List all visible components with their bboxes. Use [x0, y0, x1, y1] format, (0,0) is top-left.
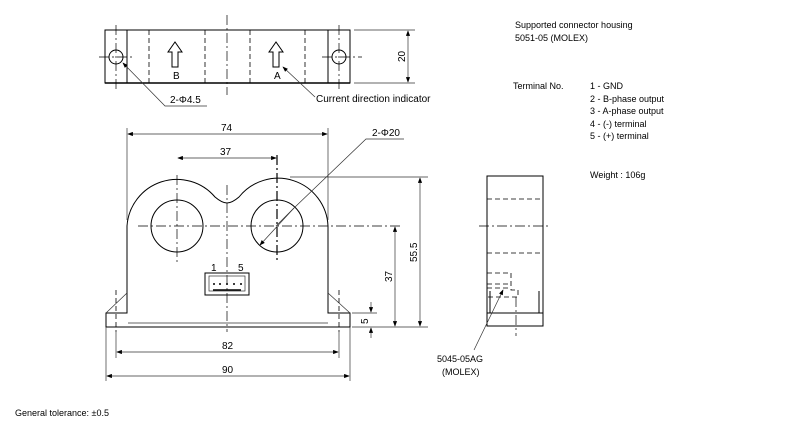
dim-82: 82 — [222, 341, 234, 352]
label-a: A — [274, 71, 281, 82]
connector-leader — [473, 289, 504, 351]
terminal-1: 1 - GND — [590, 81, 624, 91]
top-view: B A 20 2-Φ4.5 Current direction indicato… — [99, 15, 431, 107]
dim-37-side: 37 — [384, 270, 395, 282]
general-tolerance: General tolerance: ±0.5 — [15, 408, 109, 418]
terminal-label: Terminal No. — [513, 81, 564, 91]
label-b: B — [173, 71, 180, 82]
connector-maker: (MOLEX) — [442, 367, 480, 377]
dim-20: 20 — [397, 50, 408, 62]
arrow-a-icon — [268, 41, 284, 68]
terminal-2: 2 - B-phase output — [590, 94, 665, 104]
hole-callout-4-5: 2-Φ4.5 — [170, 95, 201, 106]
dim-5: 5 — [360, 318, 371, 324]
side-view: 5045-05AG (MOLEX) — [437, 175, 551, 377]
terminal-3: 3 - A-phase output — [590, 106, 664, 116]
direction-leader — [282, 66, 316, 98]
dim-37-top: 37 — [220, 147, 232, 158]
housing-title: Supported connector housing — [515, 20, 633, 30]
front-view: 1 5 74 37 2-Φ20 55.5 37 5 82 90 — [105, 123, 428, 381]
weight: Weight : 106g — [590, 170, 645, 180]
notes: Supported connector housing 5051-05 (MOL… — [15, 20, 665, 418]
pin-1-label: 1 — [211, 263, 217, 274]
aperture-callout-20: 2-Φ20 — [372, 128, 400, 139]
connector — [204, 272, 250, 296]
aperture-leader — [259, 207, 295, 246]
housing-part: 5051-05 (MOLEX) — [515, 33, 588, 43]
side-view-outline — [486, 175, 544, 327]
hole-leader — [122, 62, 207, 107]
front-view-outline — [105, 177, 351, 328]
top-view-outline — [104, 29, 351, 84]
side-connector-hidden — [487, 272, 519, 298]
arrow-b-icon — [167, 41, 183, 68]
dim-55-5: 55.5 — [409, 242, 420, 262]
dim-74: 74 — [221, 123, 233, 134]
terminal-5: 5 - (+) terminal — [590, 131, 649, 141]
connector-part-number: 5045-05AG — [437, 354, 483, 364]
pin-5-label: 5 — [238, 263, 244, 274]
terminal-4: 4 - (-) terminal — [590, 119, 647, 129]
dim-90: 90 — [222, 365, 234, 376]
current-direction-callout: Current direction indicator — [316, 94, 431, 105]
